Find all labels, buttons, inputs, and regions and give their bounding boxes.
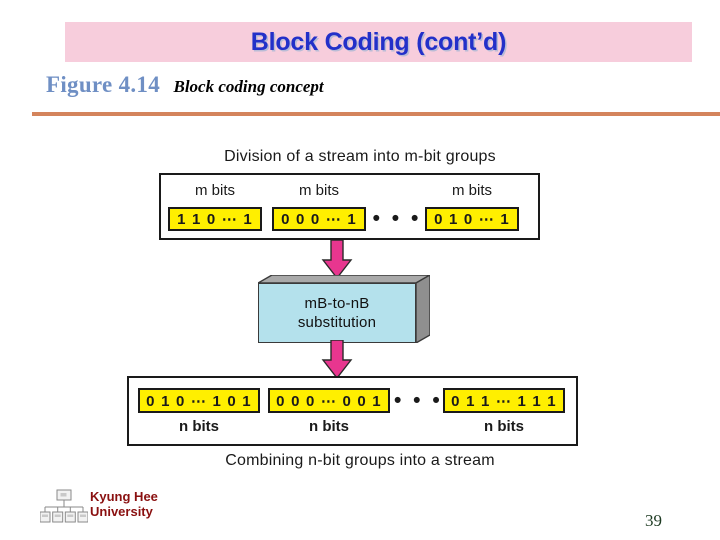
caption-divider-rule [32, 112, 720, 116]
n-bits-label: n bits [484, 418, 524, 435]
diagram-top-headline: Division of a stream into m-bit groups [224, 148, 496, 165]
substitution-block-face: mB-to-nB substitution [258, 283, 416, 343]
m-bits-label: m bits [194, 182, 235, 199]
n-bit-group-chip: 0 1 1 ⋯ 1 1 1 [443, 388, 565, 413]
figure-caption-row: Figure 4.14 Block coding concept [46, 72, 324, 98]
flow-arrow-down-icon [320, 239, 354, 285]
page-number: 39 [645, 511, 662, 530]
n-bit-group-chip: 0 1 0 ⋯ 1 0 1 [138, 388, 260, 413]
org-chart-icon [39, 488, 89, 528]
university-name-line1: Kyung Hee [90, 489, 158, 504]
figure-number-label: Figure 4.14 [46, 72, 161, 97]
substitution-label-line2: substitution [297, 314, 377, 331]
m-bit-group-chip: 0 0 0 ⋯ 1 [272, 207, 366, 231]
m-bit-group-chip: 0 1 0 ⋯ 1 [425, 207, 519, 231]
figure-title-label: Block coding concept [173, 77, 324, 96]
diagram-bottom-headline: Combining n-bit groups into a stream [225, 452, 495, 469]
ellipsis-icon: • • • [394, 389, 443, 412]
m-bits-label: m bits [451, 182, 492, 199]
n-bit-group-chip: 0 0 0 ⋯ 0 0 1 [268, 388, 390, 413]
flow-arrow-down-icon [320, 339, 354, 385]
slide-title: Block Coding (cont’d) [250, 28, 507, 56]
m-bit-group-chip: 1 1 0 ⋯ 1 [168, 207, 262, 231]
slide-title-bar: Block Coding (cont’d) [65, 22, 692, 62]
substitution-label-line1: mB-to-nB [304, 294, 370, 312]
ellipsis-icon: • • • [372, 207, 422, 230]
substitution-block: mB-to-nB substitution [258, 275, 430, 343]
n-bits-label: n bits [179, 418, 219, 435]
university-name: Kyung Hee University [90, 489, 158, 519]
m-bits-label: m bits [298, 182, 339, 199]
university-name-line2: University [90, 504, 153, 519]
n-bits-label: n bits [309, 418, 349, 435]
